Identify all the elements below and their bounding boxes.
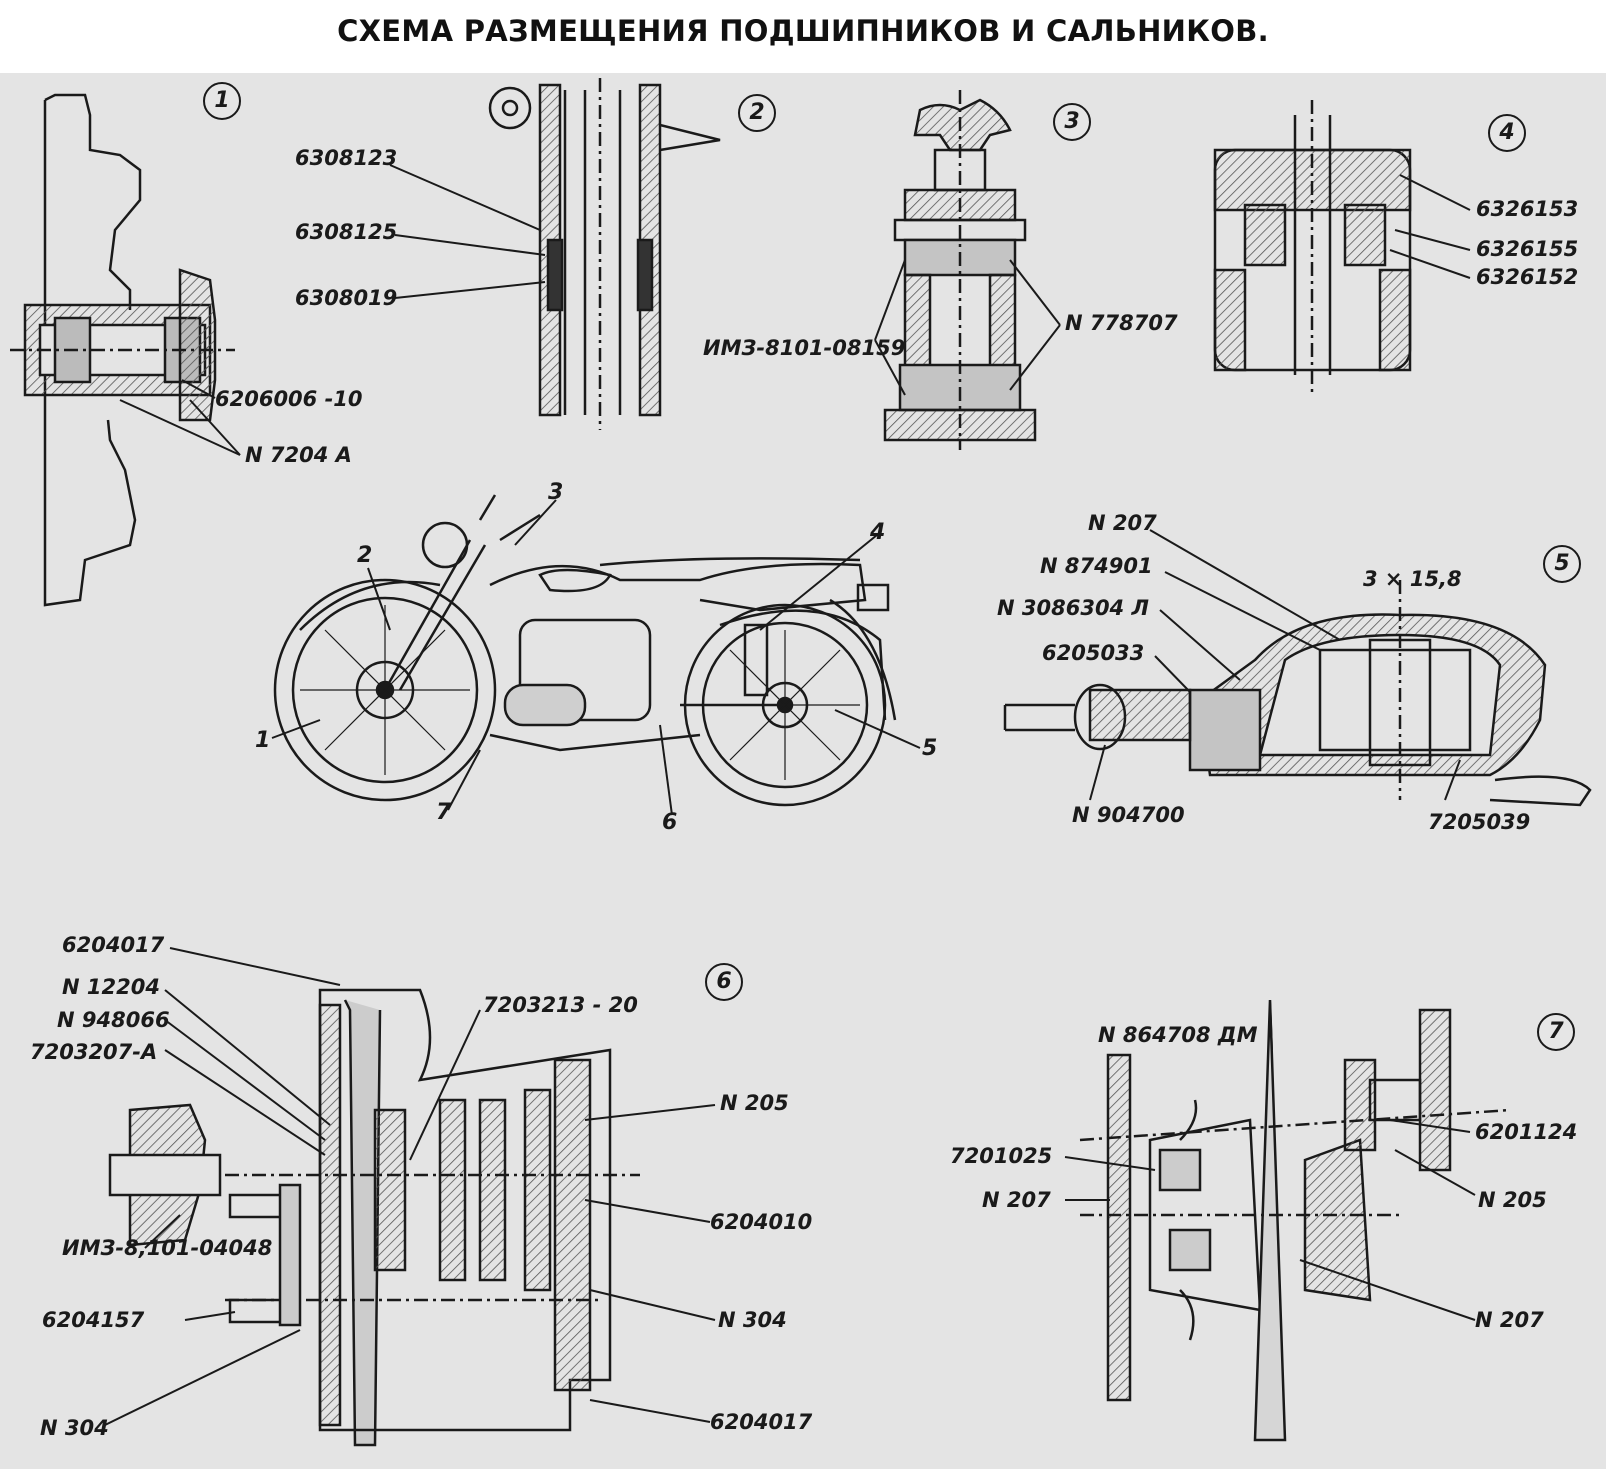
label-6326152: 6326152 (1476, 265, 1579, 289)
detail-7-clutch-drawing (1079, 999, 1511, 1442)
detail-number-3: 3 (1053, 103, 1091, 141)
detail-4-suspension-drawing (1213, 100, 1412, 395)
label-n205-d6: N 205 (720, 1091, 789, 1115)
label-n207-d5: N 207 (1088, 511, 1157, 535)
label-6308125: 6308125 (295, 220, 398, 244)
label-n864708-dm: N 864708 ДМ (1098, 1023, 1258, 1047)
callout-6: 6 (662, 810, 678, 835)
label-n3086304l: N 3086304 Л (997, 596, 1149, 620)
detail-number-5: 5 (1543, 545, 1581, 583)
label-7201025: 7201025 (950, 1144, 1053, 1168)
label-6201124: 6201124 (1475, 1120, 1578, 1144)
callout-7: 7 (436, 800, 452, 825)
label-7203213-20: 7203213 - 20 (483, 993, 638, 1017)
detail-2-fork-drawing (488, 78, 721, 430)
callout-1: 1 (255, 728, 271, 753)
label-n904700: N 904700 (1072, 803, 1185, 827)
label-6308123: 6308123 (295, 146, 398, 170)
leader-lines (104, 164, 1476, 1426)
label-n778707: N 778707 (1065, 311, 1178, 335)
label-n874901: N 874901 (1040, 554, 1153, 578)
label-6204017-bottom: 6204017 (710, 1410, 813, 1434)
callout-2: 2 (357, 543, 373, 568)
detail-number-7: 7 (1537, 1013, 1575, 1051)
label-6308019: 6308019 (295, 286, 398, 310)
label-6204010: 6204010 (710, 1210, 813, 1234)
label-6326155: 6326155 (1476, 237, 1579, 261)
label-imz-8-101-04048: ИМЗ-8,101-04048 (62, 1236, 273, 1260)
label-3x15-8: 3 × 15,8 (1363, 567, 1462, 591)
motorcycle-drawing (273, 494, 897, 807)
label-n304-right: N 304 (718, 1308, 787, 1332)
label-6206006-10: 6206006 -10 (215, 387, 363, 411)
label-n948066: N 948066 (57, 1008, 170, 1032)
detail-3-steering-head-drawing (883, 90, 1037, 450)
detail-number-6: 6 (705, 963, 743, 1001)
label-n12204: N 12204 (62, 975, 160, 999)
label-n7204a: N 7204 A (245, 443, 352, 467)
label-6205033: 6205033 (1042, 641, 1145, 665)
label-7203207-a: 7203207-A (30, 1040, 158, 1064)
callout-5: 5 (922, 736, 938, 761)
detail-number-4: 4 (1488, 114, 1526, 152)
detail-number-1: 1 (203, 82, 241, 120)
label-6204157: 6204157 (42, 1308, 145, 1332)
label-n207-left: N 207 (982, 1188, 1051, 1212)
label-imz-8101-08159: ИМЗ-8101-08159 (703, 336, 906, 360)
label-6204017-top: 6204017 (62, 933, 165, 957)
detail-1-hub-drawing (10, 93, 235, 607)
callout-3: 3 (548, 480, 564, 505)
label-6326153: 6326153 (1476, 197, 1579, 221)
callout-4: 4 (870, 520, 886, 545)
label-n304-left: N 304 (40, 1416, 109, 1440)
page-title: СХЕМА РАЗМЕЩЕНИЯ ПОДШИПНИКОВ И САЛЬНИКОВ… (337, 14, 1269, 48)
detail-5-final-drive-drawing (1003, 580, 1592, 807)
detail-number-2: 2 (738, 94, 776, 132)
detail-6-gearbox-drawing (108, 988, 640, 1447)
label-n207-right: N 207 (1475, 1308, 1544, 1332)
label-n205-d7: N 205 (1478, 1188, 1547, 1212)
label-7205039: 7205039 (1428, 810, 1531, 834)
